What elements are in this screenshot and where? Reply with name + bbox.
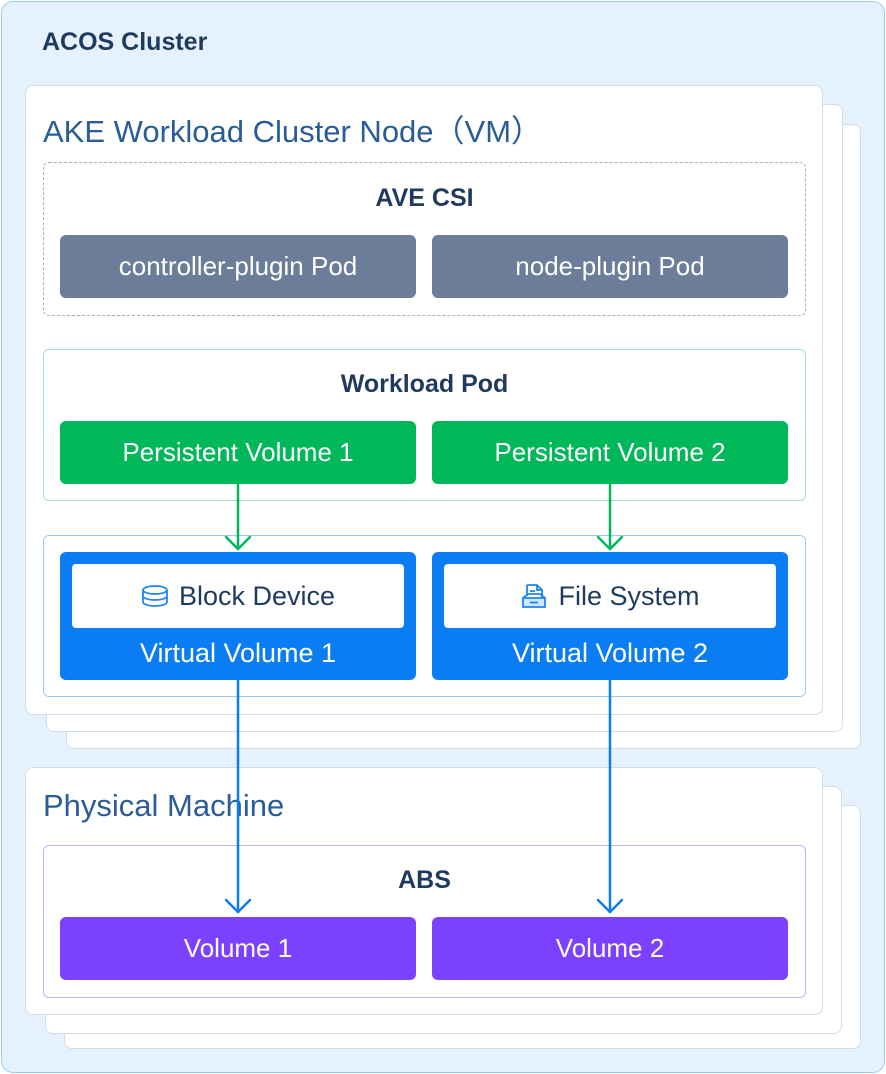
controller-plugin-pod: controller-plugin Pod [60, 235, 416, 298]
block-device-box: Block Device [72, 564, 404, 628]
abs-title: ABS [398, 866, 451, 894]
workload-pod-title: Workload Pod [340, 370, 509, 398]
persistent-volume-1: Persistent Volume 1 [60, 421, 416, 484]
database-icon [142, 585, 168, 607]
file-system-box: File System [444, 564, 776, 628]
ave-csi-title: AVE CSI [375, 184, 474, 212]
file-system-icon [522, 584, 547, 608]
node-plugin-pod: node-plugin Pod [432, 235, 788, 298]
virtual-volume-2: File System Virtual Volume 2 [432, 552, 788, 680]
cluster-title: ACOS Cluster [42, 28, 208, 56]
vm-node-title: AKE Workload Cluster Node（VM） [43, 114, 543, 149]
virtual-volume-1-label: Virtual Volume 1 [139, 638, 337, 668]
abs-volume-2: Volume 2 [432, 917, 788, 980]
file-system-label: File System [558, 580, 700, 611]
physical-machine-title: Physical Machine [43, 788, 285, 823]
block-device-label: Block Device [178, 580, 336, 611]
persistent-volume-2: Persistent Volume 2 [432, 421, 788, 484]
virtual-volume-2-label: Virtual Volume 2 [511, 638, 709, 668]
abs-volume-1: Volume 1 [60, 917, 416, 980]
virtual-volume-1: Block Device Virtual Volume 1 [60, 552, 416, 680]
